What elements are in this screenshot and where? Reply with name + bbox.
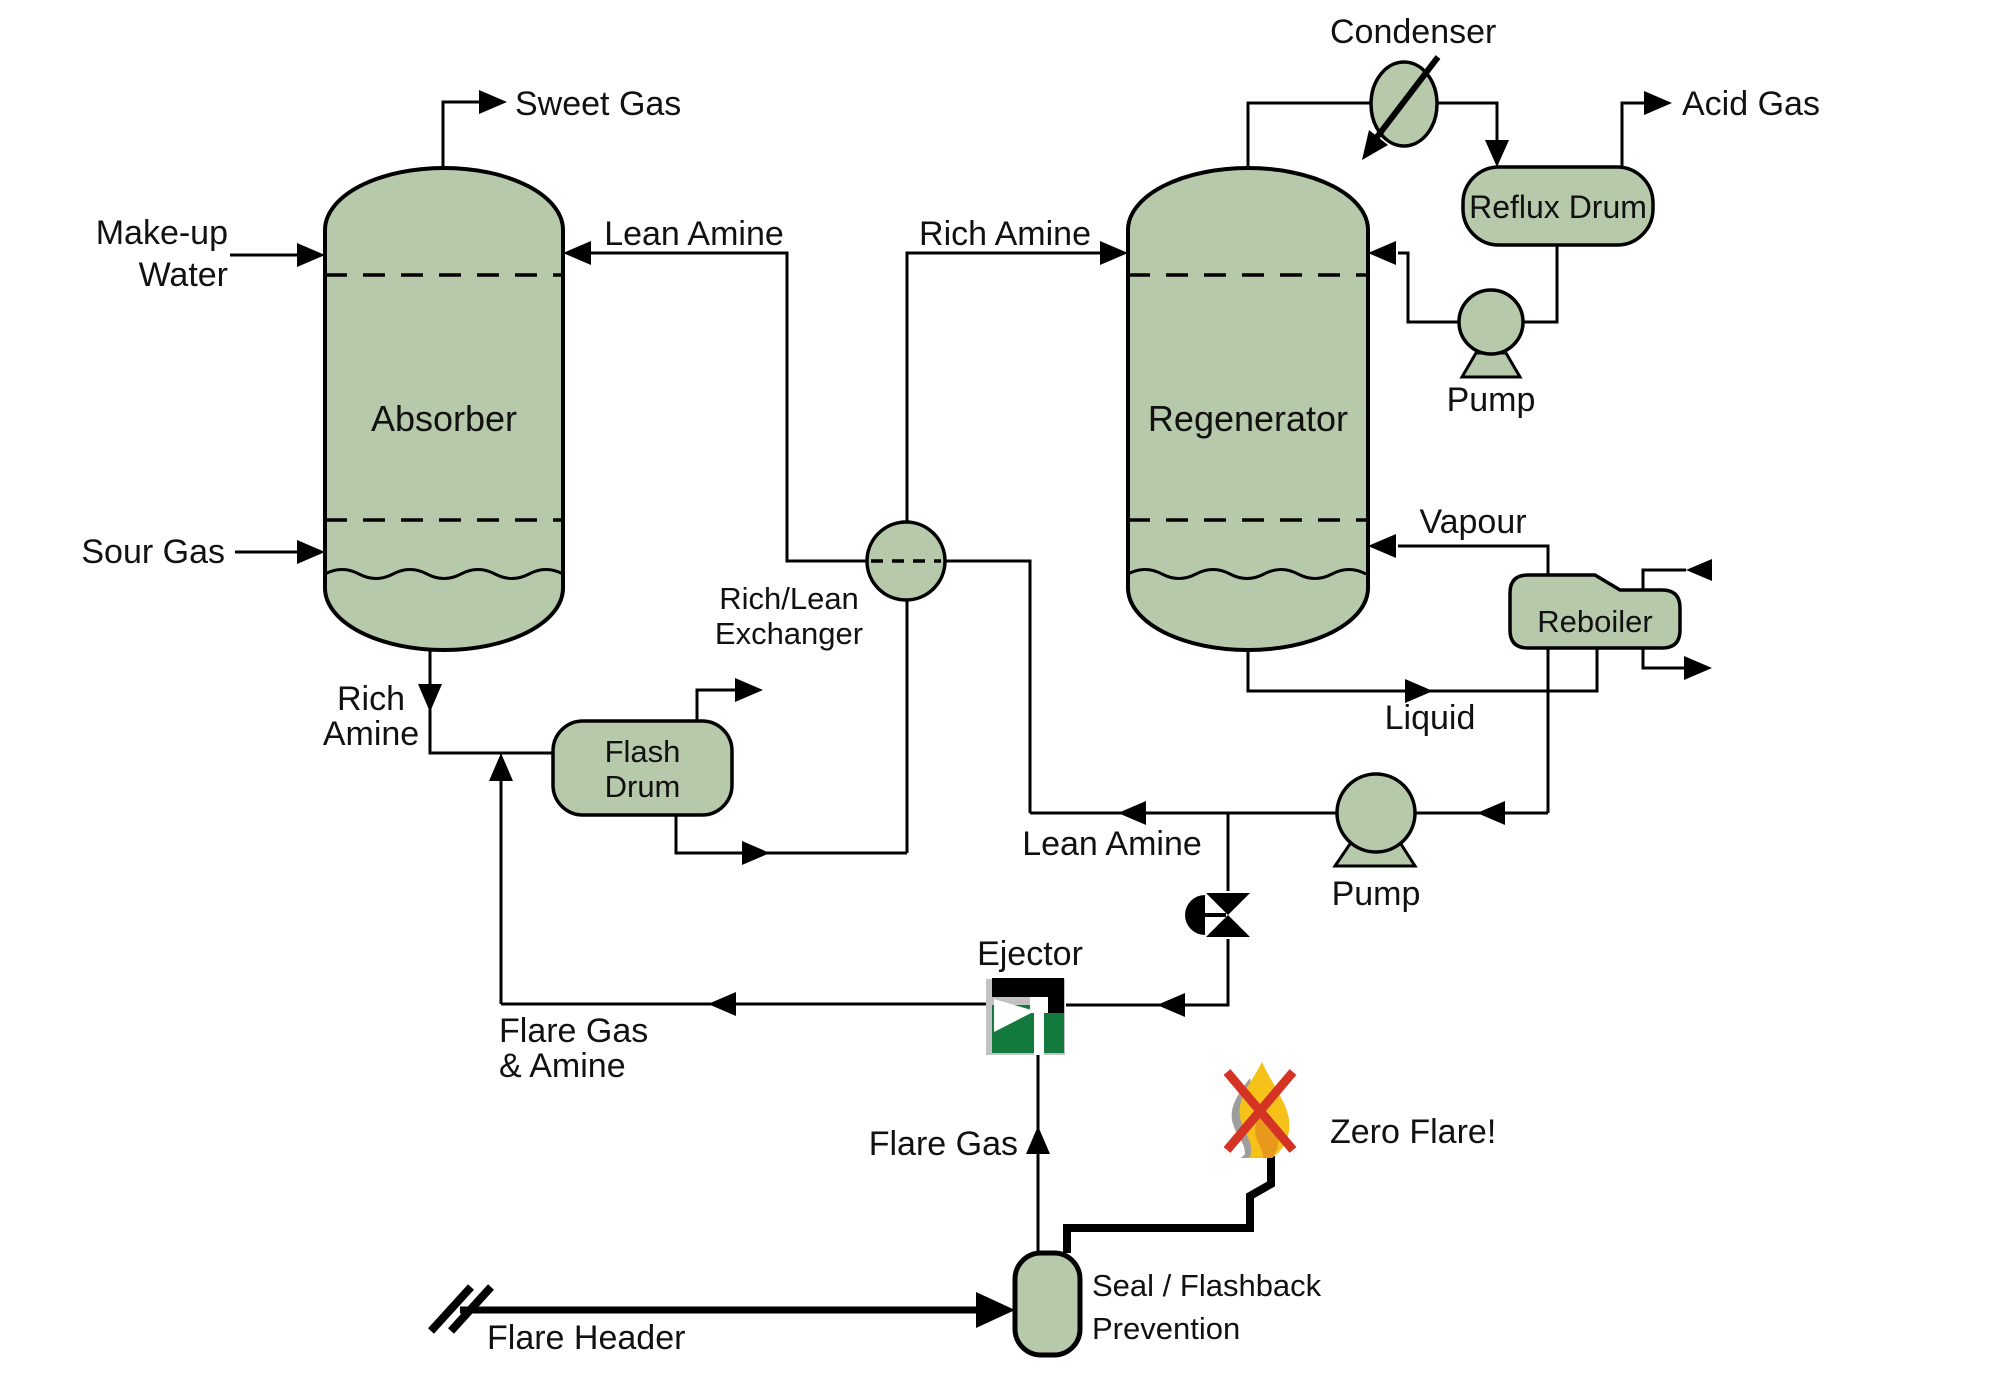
label-rich-amine-bottom: Rich Amine xyxy=(322,680,420,753)
absorber-vessel xyxy=(323,166,565,652)
arrow-rich-amine-down xyxy=(418,684,442,712)
label-flare-header: Flare Header xyxy=(487,1319,686,1357)
line-rich-amine-bottom xyxy=(428,650,553,755)
label-flare-gas-amine: Flare Gas & Amine xyxy=(499,1012,649,1085)
arrow-flash-gas xyxy=(735,678,763,702)
label-ejector: Ejector xyxy=(977,935,1083,973)
label-make-up-water: Make-up Water xyxy=(95,214,228,294)
label-vapour: Vapour xyxy=(1419,503,1527,541)
arrow-return-up xyxy=(489,753,513,781)
arrow-sweet-gas xyxy=(479,90,507,114)
line-acid-gas xyxy=(1620,101,1646,167)
line-flash-drum-bottoms xyxy=(674,815,907,855)
arrow-rich-amine-into-regenerator xyxy=(1100,241,1128,265)
ejector-icon xyxy=(986,978,1065,1055)
label-liquid: Liquid xyxy=(1384,699,1476,737)
label-flash-drum: Flash Drum xyxy=(604,734,681,804)
line-sweet-gas xyxy=(441,100,481,168)
red-cross-icon xyxy=(1223,1069,1297,1153)
line-reboiler-heat-in xyxy=(1641,568,1686,590)
arrow-acid-gas xyxy=(1644,91,1672,115)
label-lean-amine-pump: Pump xyxy=(1331,875,1421,913)
arrow-make-up-water xyxy=(297,243,325,267)
seal-drum-vessel xyxy=(1012,1250,1083,1358)
label-sour-gas: Sour Gas xyxy=(81,533,225,571)
line-reboiler-heat-out xyxy=(1641,648,1684,670)
label-regenerator: Regenerator xyxy=(1147,398,1349,439)
arrow-lean-amine-to-pump xyxy=(1477,801,1505,825)
label-absorber: Absorber xyxy=(370,398,518,439)
label-reboiler: Reboiler xyxy=(1537,604,1653,639)
no-flare-icon xyxy=(1223,1062,1297,1158)
arrow-reboiler-heat-in xyxy=(1686,559,1712,581)
label-acid-gas: Acid Gas xyxy=(1682,85,1820,123)
label-sweet-gas: Sweet Gas xyxy=(515,85,682,123)
reflux-pump-icon xyxy=(1457,288,1525,356)
flash-drum-vessel xyxy=(551,719,734,817)
arrow-condenser-out xyxy=(1362,130,1388,160)
arrow-flare-gas-up xyxy=(1026,1126,1050,1154)
arrow-lean-amine-left xyxy=(1118,801,1146,825)
label-reflux-drum: Reflux Drum xyxy=(1469,189,1647,225)
line-vapour xyxy=(1398,544,1550,575)
line-flare-stack-pipe xyxy=(1063,1156,1275,1253)
arrow-into-reflux-drum xyxy=(1485,140,1509,167)
arrow-motive-into-ejector xyxy=(1157,993,1185,1017)
arrow-flash-bottoms xyxy=(742,841,770,865)
label-lean-amine-top: Lean Amine xyxy=(604,215,784,253)
valve-icon xyxy=(1185,893,1250,937)
line-rich-amine-top xyxy=(905,251,1100,853)
arrow-lean-amine-into-absorber xyxy=(563,241,591,265)
regenerator-liquid-level-icon xyxy=(1127,568,1367,580)
line-flash-gas xyxy=(695,688,737,721)
rich-lean-exchanger-icon xyxy=(865,520,947,602)
label-reflux-pump: Pump xyxy=(1446,381,1536,419)
regenerator-vessel xyxy=(1126,166,1370,652)
label-condenser: Condenser xyxy=(1330,13,1497,51)
arrow-ejector-discharge xyxy=(708,992,736,1016)
label-seal-drum: Seal / Flashback Prevention xyxy=(1092,1268,1322,1346)
reboiler-vessel xyxy=(1508,573,1682,650)
line-valve-branch xyxy=(1066,813,1230,1007)
label-zero-flare: Zero Flare! xyxy=(1330,1113,1497,1151)
arrow-flare-header xyxy=(976,1292,1015,1328)
label-rich-amine-top: Rich Amine xyxy=(919,215,1091,253)
flame-orange-part xyxy=(1255,1108,1279,1158)
label-rich-lean-exchanger: Rich/Lean Exchanger xyxy=(714,581,864,651)
line-header-break-icon xyxy=(428,1284,494,1334)
arrow-reflux-into-regenerator xyxy=(1368,241,1396,265)
absorber-liquid-level-icon xyxy=(324,568,564,580)
arrow-liquid-to-reboiler xyxy=(1405,679,1433,703)
line-liquid xyxy=(1246,648,1599,693)
arrow-vapour-into-regenerator xyxy=(1368,534,1396,558)
reflux-drum-vessel xyxy=(1461,165,1655,247)
label-lean-amine-return: Lean Amine xyxy=(1022,825,1202,863)
line-reflux xyxy=(1398,245,1559,324)
condenser-diagonal xyxy=(1371,55,1441,143)
label-flare-gas: Flare Gas xyxy=(868,1125,1018,1163)
arrow-reboiler-heat-out xyxy=(1684,656,1712,680)
arrow-sour-gas xyxy=(297,540,325,564)
lean-amine-pump-icon xyxy=(1335,772,1417,854)
reflux-pump-base xyxy=(1459,351,1523,379)
